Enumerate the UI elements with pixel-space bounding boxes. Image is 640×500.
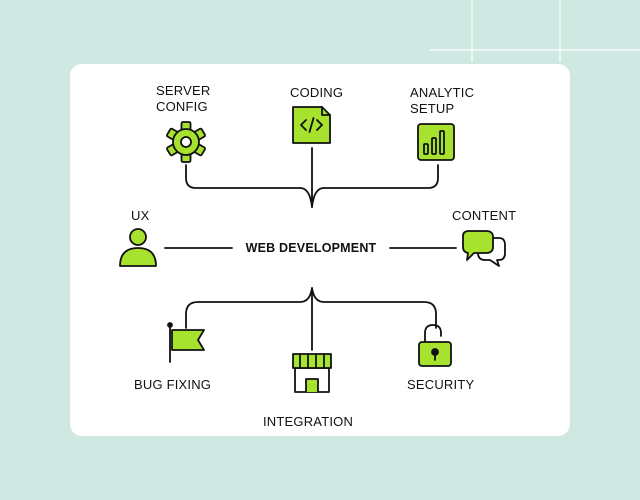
node-label-integration: INTEGRATION <box>263 414 354 429</box>
bar-chart-icon <box>417 123 455 161</box>
user-icon <box>119 228 157 267</box>
storefront-icon <box>292 353 332 393</box>
node-label-coding: CODING <box>290 85 344 100</box>
gear-icon <box>166 121 206 163</box>
connector-lines <box>164 147 457 351</box>
chat-bubbles-icon <box>462 230 506 267</box>
flag-icon <box>167 322 205 363</box>
unlocked-padlock-icon <box>418 324 452 367</box>
center-label: WEB DEVELOPMENT <box>245 241 377 255</box>
code-file-icon <box>292 106 331 144</box>
node-label-content: CONTENT <box>452 208 517 223</box>
node-label-bug-fixing: BUG FIXING <box>134 377 212 392</box>
node-label-analytic-setup: ANALYTIC SETUP <box>410 85 475 116</box>
node-label-ux: UX <box>131 208 150 223</box>
node-label-security: SECURITY <box>407 377 475 392</box>
node-label-server-config: SERVER CONFIG <box>156 83 211 114</box>
